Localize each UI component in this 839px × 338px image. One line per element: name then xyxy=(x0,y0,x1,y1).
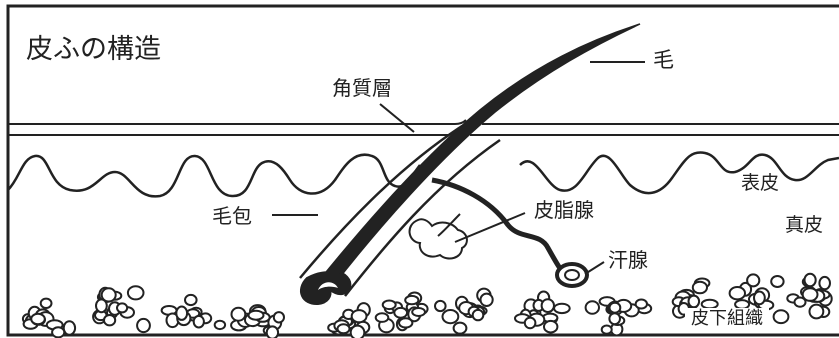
fat-cell xyxy=(452,321,468,335)
sweat-gland-coil-inner xyxy=(564,269,580,281)
leader-line-sebaceous-gland xyxy=(454,212,526,243)
fat-cell xyxy=(39,297,53,309)
hair-papilla xyxy=(318,282,338,290)
diagram-frame xyxy=(6,4,839,337)
fat-cell xyxy=(393,306,409,319)
fat-cell xyxy=(230,306,247,322)
fat-cell xyxy=(350,309,368,324)
fat-cell xyxy=(772,309,790,325)
fat-cell xyxy=(411,307,427,317)
label-epidermis: 表皮 xyxy=(741,172,780,194)
leader-line-sweat-gland xyxy=(584,261,605,275)
fat-cell xyxy=(213,319,227,331)
fat-cell xyxy=(100,287,117,303)
fat-cell xyxy=(634,298,648,310)
fat-cell xyxy=(175,305,189,321)
sebaceous-duct xyxy=(437,213,461,237)
epidermis-dermis-boundary xyxy=(7,151,839,198)
fat-cell xyxy=(803,272,817,288)
label-sweat-gland: 汗腺 xyxy=(608,248,648,272)
fat-cell xyxy=(116,302,129,314)
fat-cell xyxy=(753,290,766,306)
fat-cell xyxy=(265,325,280,338)
fat-cell xyxy=(434,299,447,313)
diagram-title: 皮ふの構造 xyxy=(26,34,161,65)
fat-cell xyxy=(374,312,390,323)
fat-cell xyxy=(728,286,746,301)
fat-cell xyxy=(398,317,414,329)
label-subcutaneous-tissue: 皮下組織 xyxy=(685,308,769,331)
fat-cell xyxy=(184,293,198,307)
label-sebaceous-gland: 皮脂腺 xyxy=(534,198,594,222)
fat-cell xyxy=(247,309,265,321)
sweat-gland-duct xyxy=(431,177,570,280)
fat-cell xyxy=(540,298,555,314)
fat-cell xyxy=(51,326,66,338)
label-hair: 毛 xyxy=(653,48,674,72)
fat-cell xyxy=(404,294,420,306)
hair-bulb xyxy=(299,270,352,306)
fat-cell xyxy=(349,324,366,338)
fat-cell xyxy=(103,314,117,327)
fat-cell xyxy=(523,316,537,330)
fat-cell xyxy=(608,301,622,314)
fat-cell xyxy=(746,273,761,288)
fat-cell xyxy=(584,300,600,315)
fat-cell xyxy=(62,320,77,336)
fat-cell xyxy=(95,298,108,314)
fat-cell xyxy=(471,308,485,322)
fat-cell xyxy=(600,324,613,335)
fat-cell xyxy=(336,323,351,335)
sebaceous-gland xyxy=(408,218,468,260)
fat-cell xyxy=(381,299,397,311)
label-stratum-corneum: 角質層 xyxy=(332,76,392,100)
fat-cell xyxy=(793,296,807,308)
fat-cell xyxy=(441,309,460,325)
fat-cell xyxy=(553,302,571,315)
stratum-corneum-top-line xyxy=(8,119,839,125)
fat-cell xyxy=(801,287,819,302)
fat-cell xyxy=(126,285,145,301)
leader-line-stratum-corneum xyxy=(379,103,415,133)
fat-cell xyxy=(272,311,285,324)
fat-cell xyxy=(691,280,709,295)
fat-cell xyxy=(136,317,151,334)
hair-follicle-sheath xyxy=(299,124,501,297)
label-dermis: 真皮 xyxy=(785,214,824,236)
fat-cell xyxy=(192,314,205,329)
fat-cell xyxy=(687,294,701,309)
fat-cell xyxy=(808,303,825,320)
fat-cell xyxy=(770,275,785,288)
label-hair-follicle: 毛包 xyxy=(212,204,252,228)
fat-cell xyxy=(608,312,622,326)
hair-shaft xyxy=(316,23,641,287)
fat-cell xyxy=(30,312,46,326)
fat-cell xyxy=(479,292,494,307)
fat-cell xyxy=(543,319,559,334)
fat-cell xyxy=(818,275,832,291)
